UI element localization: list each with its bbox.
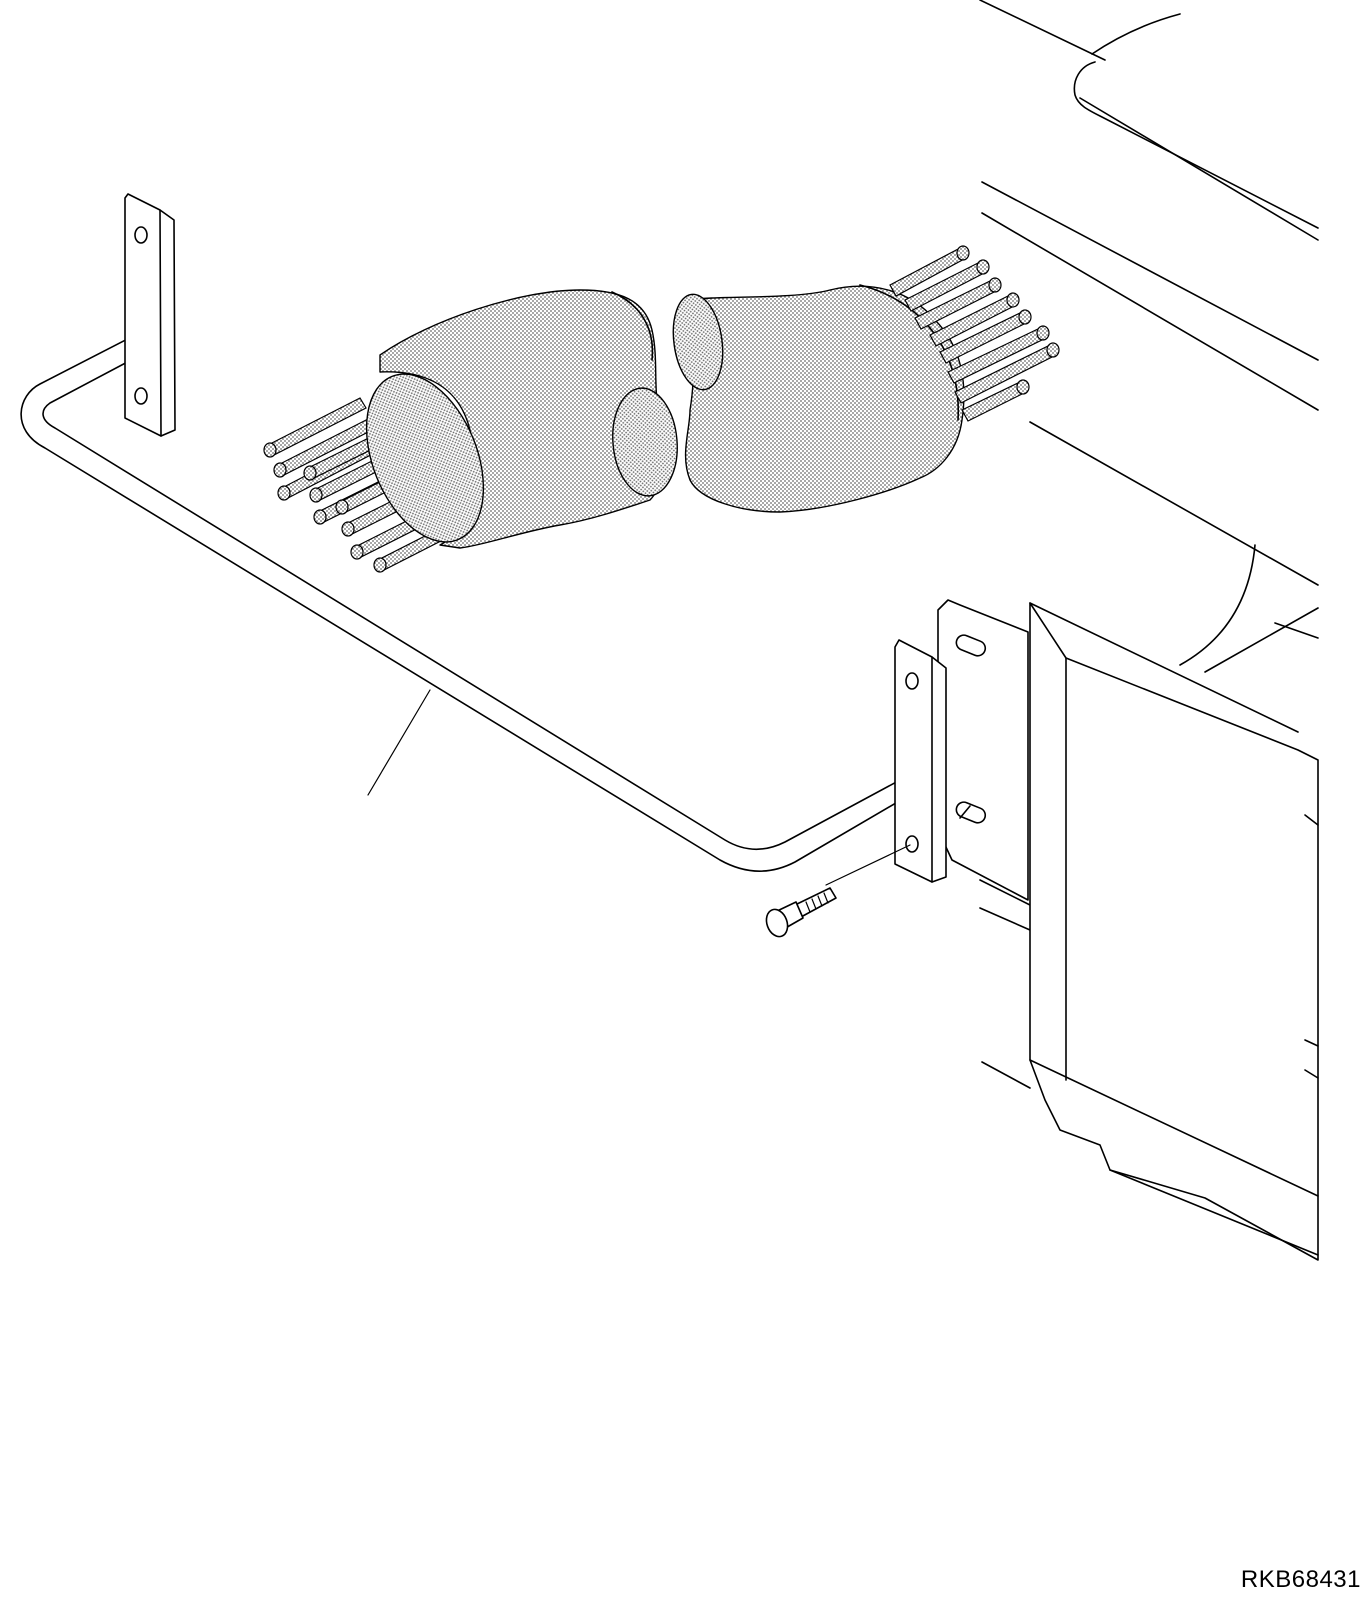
machine-frame-top xyxy=(979,0,1319,673)
figure-code: RKB68431 xyxy=(1240,1566,1361,1593)
leader-line xyxy=(367,689,431,796)
mounting-plate-lower xyxy=(894,639,947,883)
slot-upper xyxy=(955,634,987,657)
guard-bar-icon xyxy=(20,193,947,883)
mounting-plate-upper xyxy=(124,193,176,437)
mounting-bracket xyxy=(937,599,1031,931)
wiring-harness-icon xyxy=(263,245,1060,573)
bolt-icon xyxy=(765,844,911,938)
harness-wires-right xyxy=(889,245,1060,422)
slot-lower xyxy=(955,801,987,824)
cover-panel xyxy=(981,602,1319,1261)
